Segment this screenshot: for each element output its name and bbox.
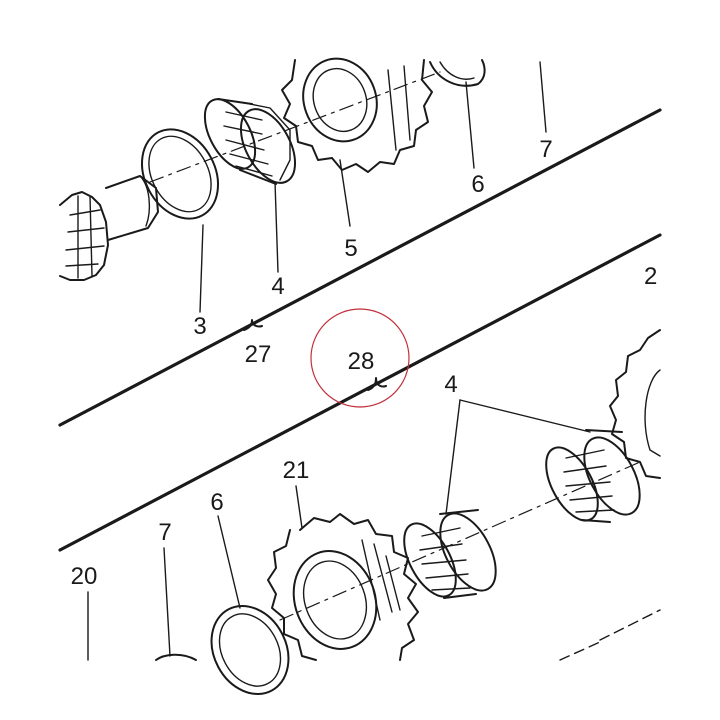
brace-28 (367, 377, 387, 391)
ring-item-7-bottom (155, 653, 197, 661)
callout-labels: 3 4 5 6 7 27 28 2 4 21 6 7 20 (71, 136, 658, 590)
right-lower-partial-part (559, 609, 661, 661)
label-4-top: 4 (271, 273, 284, 300)
gear-item-2-partial (609, 329, 661, 479)
washer-item-6-bottom (210, 605, 290, 695)
brace-27 (243, 319, 263, 331)
label-6-top: 6 (471, 171, 484, 198)
leader-lines-bottom (87, 399, 591, 661)
washer-item-6-top (429, 59, 486, 87)
splined-shaft-end (59, 175, 159, 281)
highlight-circle-28 (310, 308, 410, 408)
label-7-bottom: 7 (158, 519, 171, 546)
label-7-top: 7 (539, 136, 552, 163)
label-3: 3 (193, 313, 206, 340)
label-6-bottom: 6 (210, 489, 223, 516)
needle-bearing-item-4-middle (403, 509, 497, 599)
label-27: 27 (245, 341, 272, 368)
gear-item-5 (281, 57, 433, 173)
label-4-bottom: 4 (444, 371, 457, 398)
washer-item-3 (141, 128, 219, 220)
axis-centerline-bottom (279, 461, 641, 621)
leader-lines-top (199, 61, 547, 313)
gear-item-21 (267, 513, 419, 661)
label-28: 28 (348, 348, 375, 375)
label-2-partial: 2 (644, 263, 657, 290)
label-21: 21 (283, 457, 310, 484)
axis-centerline-top (149, 71, 441, 183)
needle-bearing-item-4-right (545, 429, 641, 523)
shaft-27 (58, 108, 662, 552)
label-20: 20 (71, 563, 98, 590)
label-5: 5 (344, 235, 357, 262)
needle-bearing-item-4-top (203, 98, 297, 185)
